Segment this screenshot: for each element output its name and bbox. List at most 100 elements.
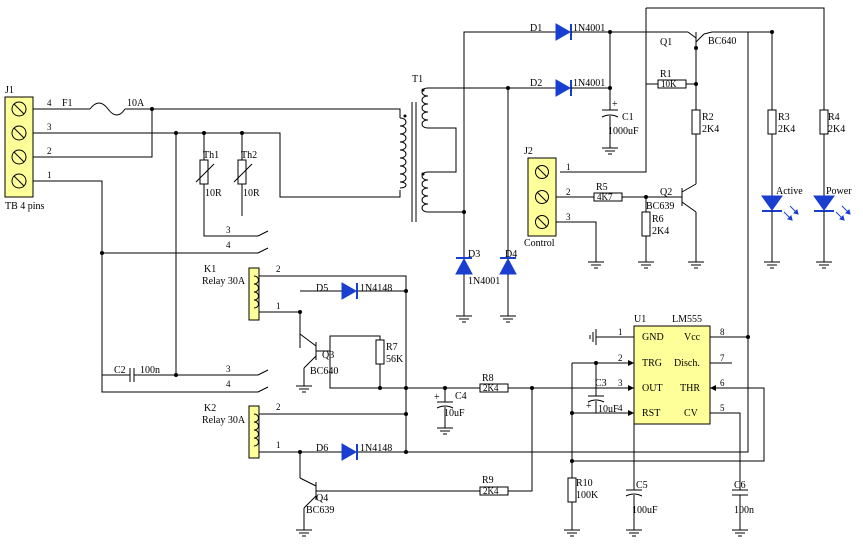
ic-u1 — [633, 325, 711, 425]
c4-ref: C4 — [455, 391, 467, 402]
u1-pin-1: 1 — [618, 327, 623, 337]
u1-pin-6: 6 — [720, 378, 725, 388]
d5-value: 1N4148 — [360, 283, 392, 294]
d1-ref: D1 — [530, 23, 542, 34]
d5-ref: D5 — [316, 283, 328, 294]
j2-pin-3: 3 — [566, 212, 571, 222]
transistor-q1 — [687, 31, 748, 48]
r9-value: 2K4 — [483, 486, 499, 496]
k2-ref: K2 — [204, 403, 216, 414]
c5-ref: C5 — [636, 480, 648, 491]
r1-value: 10K — [661, 79, 677, 89]
c6-value: 100n — [734, 505, 754, 516]
u1-pin-name-out: OUT — [642, 383, 663, 394]
resistor-r3 — [767, 109, 777, 135]
r3-value: 2K4 — [778, 124, 795, 135]
resistor-r6 — [641, 211, 651, 237]
r6-value: 2K4 — [652, 226, 669, 237]
k1-ref: K1 — [204, 264, 216, 275]
k2-coil-pin-1: 1 — [276, 440, 281, 450]
u1-pin-name-disch: Disch. — [674, 358, 700, 369]
led-active — [761, 195, 799, 221]
u1-pin-name-trg: TRG — [642, 358, 662, 369]
k1-coil-pin-1: 1 — [276, 301, 281, 311]
j2-name: Control — [524, 238, 555, 249]
c4-value: 10uF — [444, 408, 465, 419]
d3-ref: D3 — [468, 249, 480, 260]
j1-pin-1: 1 — [47, 170, 52, 180]
q4-value: BC639 — [306, 505, 334, 516]
r9-ref: R9 — [482, 475, 494, 486]
k1-coil-pin-2: 2 — [276, 264, 281, 274]
c4-plus: + — [434, 392, 440, 403]
u1-pin-7: 7 — [720, 353, 725, 363]
r8-ref: R8 — [482, 373, 494, 384]
r6-ref: R6 — [652, 214, 664, 225]
r4-ref: R4 — [828, 112, 840, 123]
u1-pin-name-cv: CV — [684, 408, 699, 419]
c3-value: 10uF — [598, 404, 619, 415]
r7-ref: R7 — [386, 342, 398, 353]
r2-ref: R2 — [702, 112, 714, 123]
d1-value: 1N4001 — [573, 23, 605, 34]
q4-ref: Q4 — [316, 493, 328, 504]
q3-ref: Q3 — [322, 350, 334, 361]
resistor-r2 — [691, 109, 701, 135]
d2-ref: D2 — [530, 78, 542, 89]
r7-value: 56K — [386, 354, 404, 365]
th2-ref: Th2 — [241, 150, 257, 161]
u1-pin-name-vcc: Vcc — [684, 332, 701, 343]
t1-ref: T1 — [412, 74, 423, 85]
diode-d3 — [455, 257, 473, 275]
fuse-f1 — [89, 102, 126, 116]
diode-d1 — [555, 23, 572, 41]
j1-terminal-block — [4, 96, 34, 198]
j1-pin-3: 3 — [47, 122, 52, 132]
u1-pin-5: 5 — [720, 403, 725, 413]
resistor-r4 — [819, 109, 829, 135]
u1-pin-3: 3 — [618, 378, 623, 388]
u1-pin-name-gnd: GND — [642, 332, 664, 343]
d4-ref: D4 — [505, 249, 517, 260]
k1-pin-4: 4 — [226, 240, 231, 250]
k1-pin-3: 3 — [226, 225, 231, 235]
transformer-t1 — [399, 87, 429, 222]
r10-value: 100K — [576, 490, 599, 501]
c1-value: 1000uF — [608, 126, 639, 137]
r10-ref: R10 — [576, 478, 593, 489]
c1-ref: C1 — [622, 112, 634, 123]
d6-value: 1N4148 — [360, 443, 392, 454]
th1-ref: Th1 — [203, 150, 219, 161]
r2-value: 2K4 — [702, 124, 719, 135]
k2-coil-pin-2: 2 — [276, 402, 281, 412]
r5-ref: R5 — [596, 182, 608, 193]
led-active-label: Active — [776, 186, 803, 197]
j2-pin-1: 1 — [566, 162, 571, 172]
resistor-r7 — [375, 339, 385, 365]
j1-pin-2: 2 — [47, 146, 52, 156]
u1-pin-name-thr: THR — [680, 383, 700, 394]
fuse-ref: F1 — [62, 98, 73, 109]
j1-ref: J1 — [5, 85, 14, 96]
q2-value: BC639 — [646, 201, 674, 212]
k1-value: Relay 30A — [202, 276, 246, 287]
transistor-q2 — [681, 183, 697, 262]
c3-ref: C3 — [595, 378, 607, 389]
relay-k1-coil — [248, 267, 260, 321]
u1-pin-2: 2 — [618, 353, 623, 363]
c3-plus: + — [586, 401, 592, 412]
r3-ref: R3 — [778, 112, 790, 123]
c5-value: 100uF — [632, 505, 658, 516]
diode-d5 — [341, 282, 358, 300]
c2-value: 100n — [140, 365, 160, 376]
diode-d4 — [499, 257, 517, 275]
thermistor-th2 — [233, 159, 253, 185]
r1-ref: R1 — [660, 69, 672, 80]
thermistor-th1 — [195, 159, 215, 185]
c1-plus: + — [612, 99, 618, 110]
diode-d2 — [555, 79, 572, 97]
th1-value: 10R — [205, 188, 222, 199]
j2-pin-2: 2 — [566, 187, 571, 197]
